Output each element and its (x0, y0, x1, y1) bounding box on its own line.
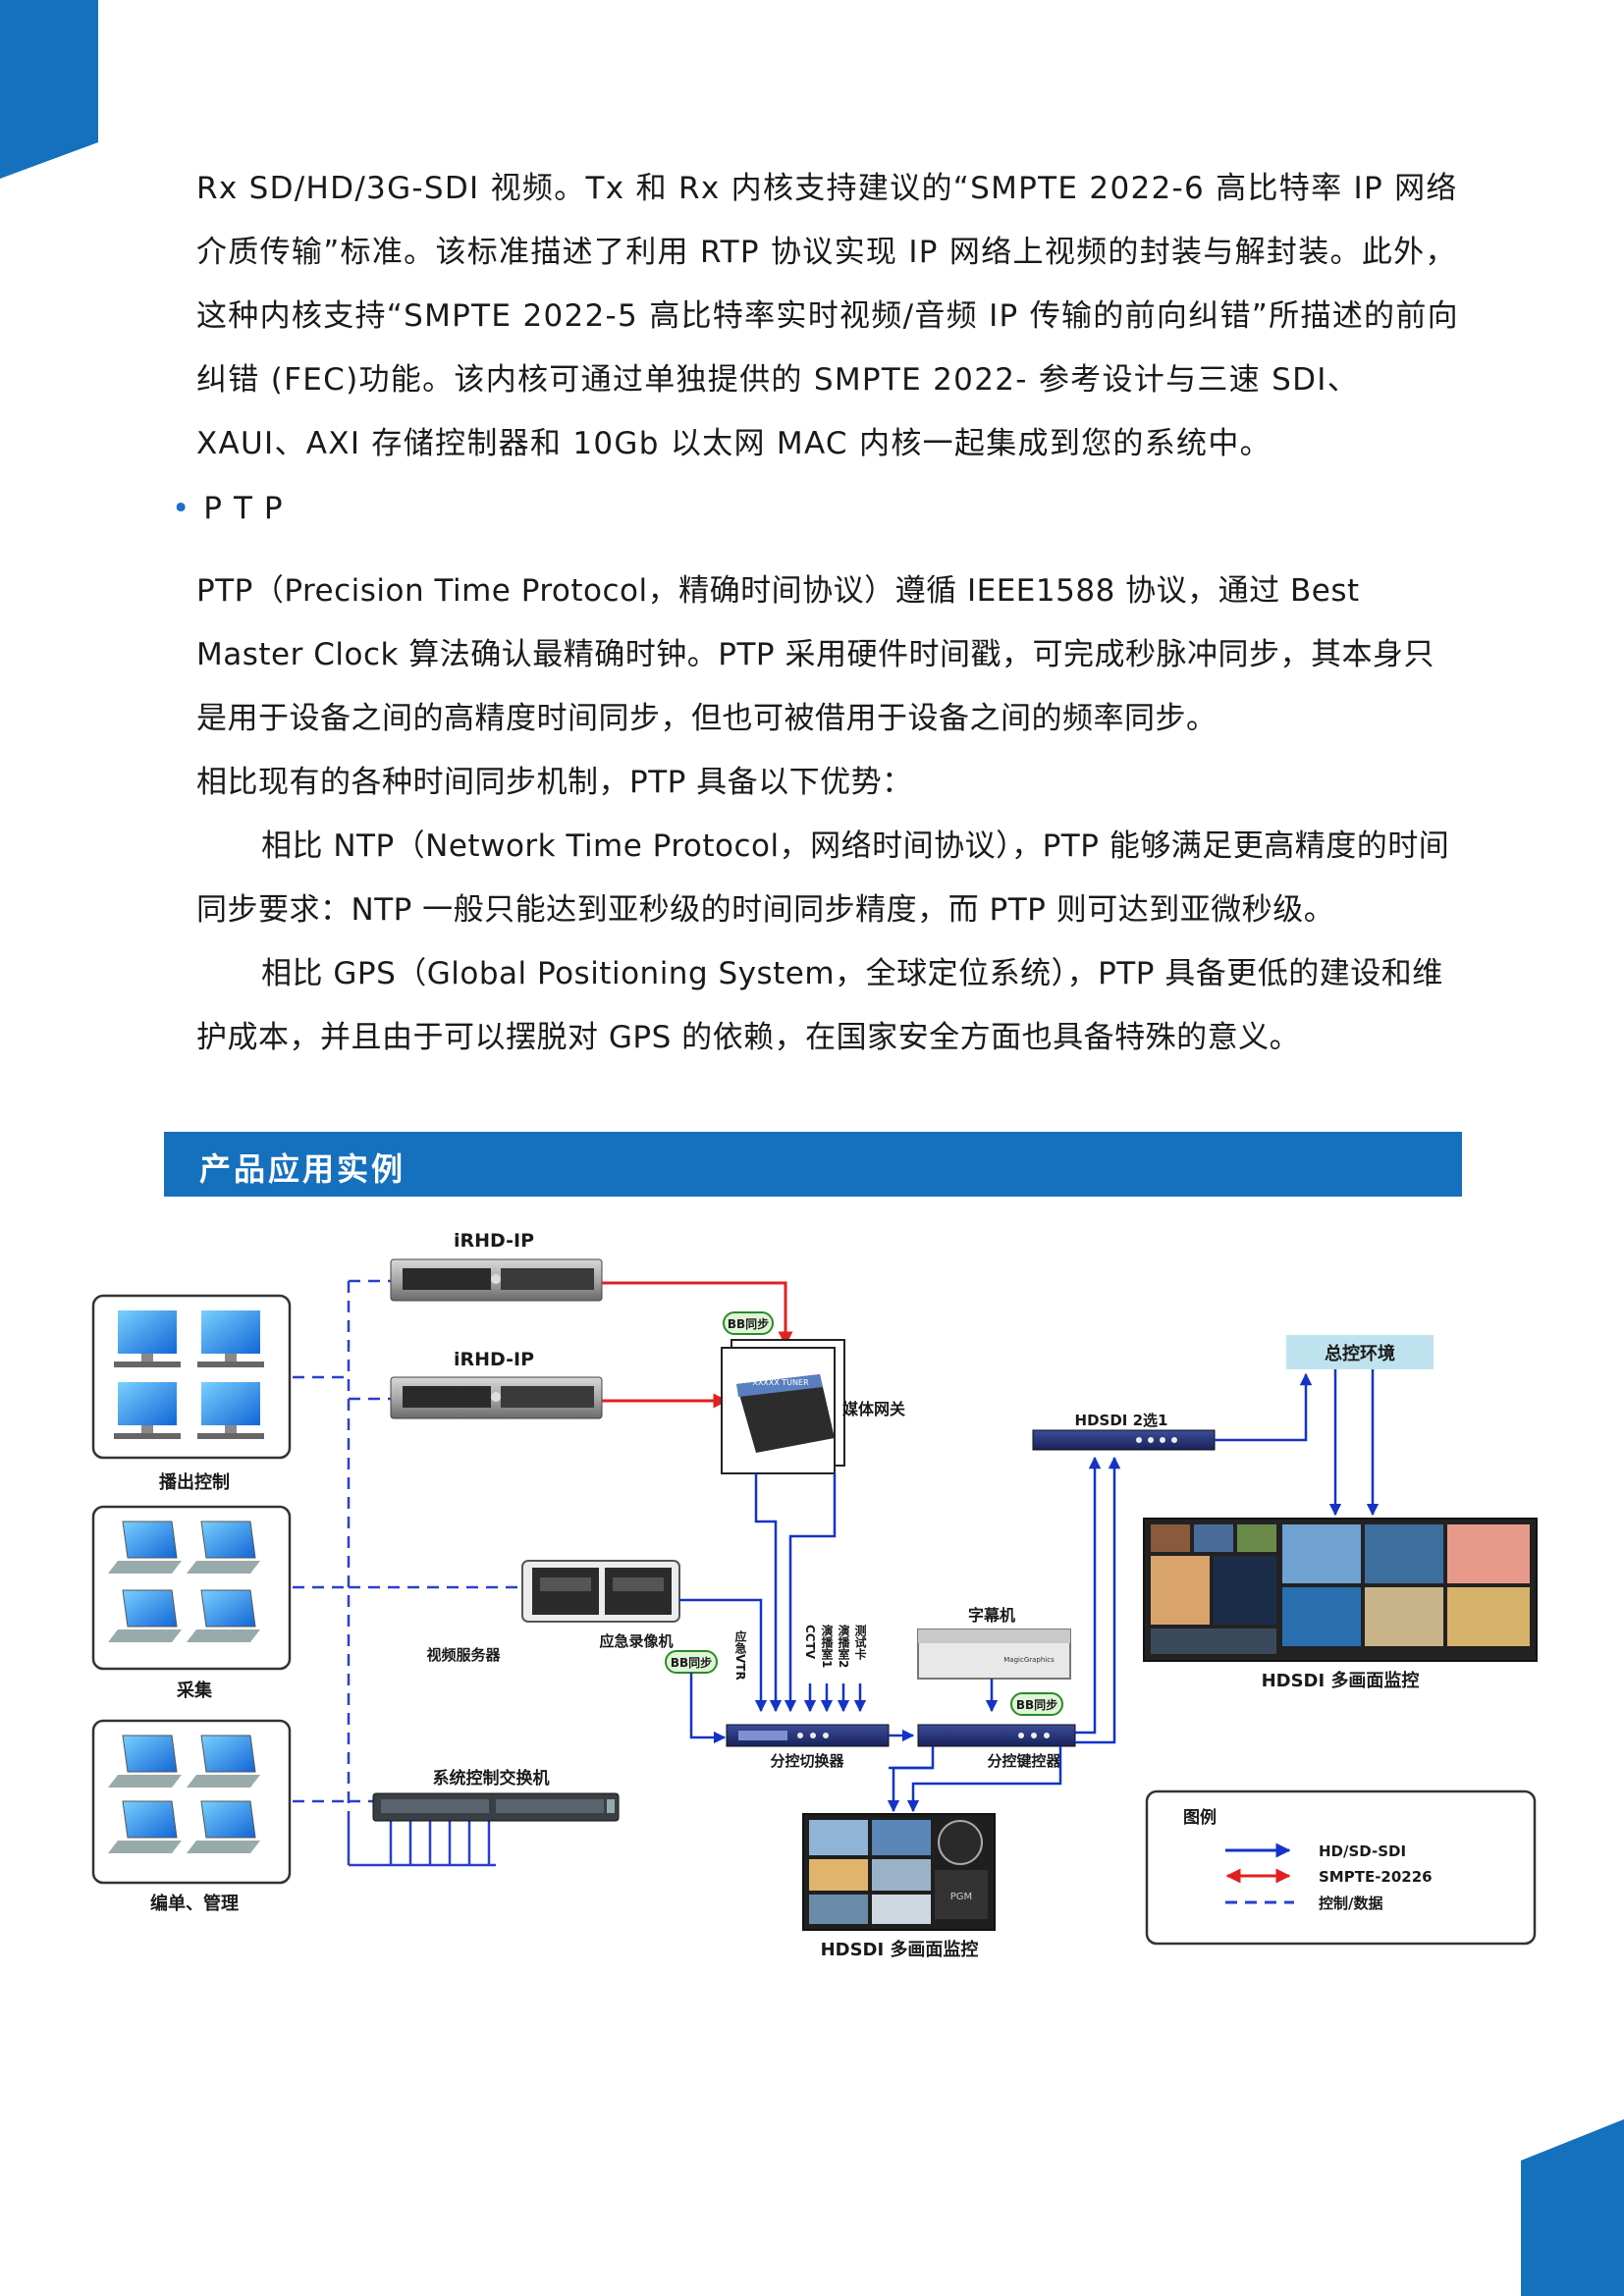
sdi-links-keyer (1075, 1456, 1121, 1744)
group-edit-management (91, 1719, 292, 1885)
corner-decoration-bottom-right (1521, 2119, 1624, 2296)
paragraph-ptp-vs-ntp: 相比 NTP（Network Time Protocol，网络时间协议），PTP… (196, 828, 1450, 928)
multiview-monitor-top (1143, 1518, 1538, 1662)
sdi-links-keyer-down (887, 1746, 1062, 1813)
bullet-dot: • (172, 491, 190, 526)
sdi-link-vtr (679, 1598, 768, 1713)
bullet-heading-ptp: • PTP (172, 491, 295, 526)
laptop-icon (108, 1735, 260, 1853)
svg-text:XXXXX TUNER: XXXXX TUNER (752, 1378, 809, 1387)
label-server-1: iRHD-IP (454, 1230, 534, 1252)
group-playout-control (91, 1294, 292, 1460)
bb-sync-badge-2: BB同步 (665, 1650, 718, 1674)
label-multiview-bottom: HDSDI 多画面监控 (821, 1939, 979, 1960)
label-multiview-top: HDSDI 多画面监控 (1262, 1670, 1420, 1691)
legend-item-control: 控制/数据 (1319, 1895, 1382, 1912)
label-system-switch: 系统控制交换机 (433, 1768, 550, 1789)
label-input-studio1: 演播室1 (820, 1624, 834, 1669)
label-input-test: 测试卡 (853, 1624, 867, 1661)
paragraph-ptp-advantages-intro: 相比现有的各种时间同步机制，PTP 具备以下优势： (196, 765, 913, 800)
legend-box: 图例 HD/SD-SDI SMPTE-20226 控制/数据 (1145, 1789, 1537, 1946)
sync-link-2 (689, 1673, 727, 1744)
svg-text:总控环境: 总控环境 (1325, 1343, 1395, 1364)
label-emergency-vtr: 应急录像机 (599, 1632, 673, 1650)
sub-switcher-device (726, 1724, 890, 1747)
sdi-links-to-bottom-multiview (889, 1746, 935, 1770)
bb-sync-badge-1: BB同步 (723, 1311, 774, 1335)
legend-item-smpte: SMPTE-20226 (1319, 1868, 1433, 1886)
label-edit-management: 编单、管理 (150, 1893, 239, 1914)
label-pgm: PGM (950, 1892, 972, 1902)
svg-text:BB同步: BB同步 (728, 1316, 769, 1331)
legend-title: 图例 (1183, 1807, 1217, 1828)
media-gateway-device: XXXXX TUNER (721, 1339, 845, 1474)
label-video-server: 视频服务器 (426, 1646, 501, 1664)
sdi-links-inputs (803, 1683, 867, 1713)
laptop-icon (108, 1521, 260, 1642)
label-playout-control: 播出控制 (159, 1471, 230, 1493)
bullet-heading-text: PTP (203, 491, 295, 526)
application-diagram: 播出控制 采集 编单、管理 (91, 1230, 1538, 1960)
section-title: 产品应用实例 (199, 1150, 406, 1188)
server-irhd-ip-2 (390, 1376, 603, 1419)
desktop-icon (114, 1310, 264, 1439)
corner-decoration-top-left (0, 0, 98, 179)
paragraph-ptp-vs-gps: 相比 GPS（Global Positioning System，全球定位系统）… (196, 956, 1443, 1055)
label-sub-switcher: 分控切换器 (770, 1752, 844, 1770)
smpte-2022-6-links (602, 1281, 793, 1409)
group-capture (91, 1505, 292, 1671)
label-media-gateway: 媒体网关 (842, 1400, 905, 1418)
switch-port-lines (347, 1821, 496, 1867)
label-caption-machine: 字幕机 (968, 1606, 1015, 1625)
emergency-vtr-device (521, 1560, 680, 1623)
caption-machine-device: MagicGraphics (917, 1629, 1071, 1680)
sdi-links-2to1 (1215, 1369, 1380, 1517)
label-input-cctv: CCTV (803, 1625, 817, 1660)
control-environment-box: 总控环境 (1286, 1335, 1434, 1369)
legend-item-sdi: HD/SD-SDI (1319, 1842, 1406, 1860)
svg-text:MagicGraphics: MagicGraphics (1003, 1656, 1055, 1664)
multiview-monitor-bottom: PGM (802, 1813, 996, 1931)
system-control-switch-device (372, 1792, 620, 1822)
label-input-vtr: 应急VTR (733, 1629, 747, 1681)
label-sub-keyer: 分控键控器 (987, 1752, 1061, 1770)
svg-text:BB同步: BB同步 (671, 1655, 712, 1670)
paragraph-ptp-definition: PTP（Precision Time Protocol，精确时间协议）遵循 IE… (196, 573, 1435, 736)
label-capture: 采集 (176, 1680, 213, 1701)
server-irhd-ip-1 (390, 1258, 603, 1302)
section-header-bar: 产品应用实例 (164, 1132, 1462, 1197)
svg-text:BB同步: BB同步 (1016, 1697, 1057, 1712)
paragraph-smpte-intro: Rx SD/HD/3G-SDI 视频。Tx 和 Rx 内核支持建议的“SMPTE… (196, 171, 1459, 461)
bb-sync-badge-3: BB同步 (1010, 1692, 1063, 1716)
control-data-links (293, 1279, 522, 1821)
hdsdi-2to1-device (1032, 1429, 1216, 1451)
sdi-links-gateway (754, 1473, 837, 1713)
label-input-studio2: 演播室2 (837, 1624, 850, 1669)
sub-keyer-device (917, 1724, 1076, 1747)
label-server-2: iRHD-IP (454, 1349, 534, 1370)
input-labels: 应急VTR CCTV 演播室1 演播室2 测试卡 (733, 1624, 867, 1681)
label-hdsdi-2to1: HDSDI 2选1 (1075, 1412, 1168, 1429)
